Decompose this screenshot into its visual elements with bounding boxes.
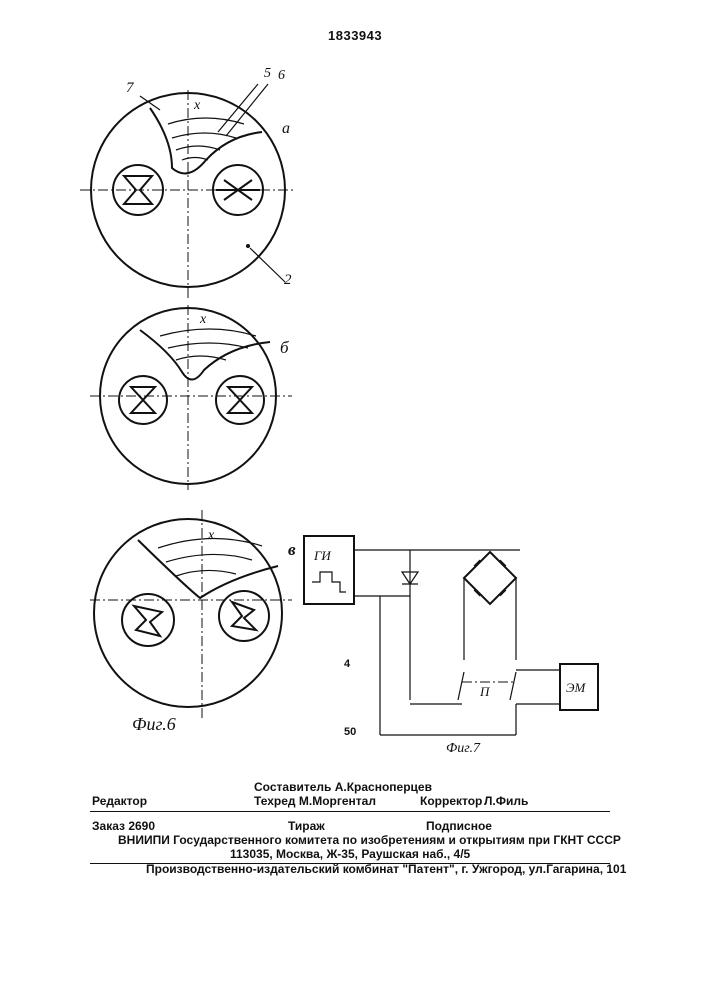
editor-label: Редактор — [92, 794, 147, 808]
label-7: 7 — [126, 80, 134, 97]
leader-5 — [218, 84, 258, 132]
ref-dot-2 — [246, 244, 250, 248]
arc-1-a — [168, 118, 244, 124]
switch-left — [458, 672, 464, 700]
gi-label: ГИ — [314, 548, 331, 564]
gi-block — [304, 536, 354, 604]
techred-line: Техред М.Моргентал — [254, 794, 376, 808]
publisher-line: Производственно-издательский комбинат "П… — [146, 862, 626, 876]
arc-4-a — [182, 158, 208, 161]
line-number-4: 4 — [344, 658, 350, 670]
label-b: б — [280, 338, 289, 358]
cutout-edge-b — [140, 330, 270, 380]
line-number-50: 50 — [344, 726, 356, 738]
diagram-v — [90, 510, 292, 718]
bridge-rectifier — [464, 552, 516, 604]
arc-3-a — [176, 146, 220, 150]
compiler-line: Составитель А.Красноперцев — [254, 780, 432, 794]
left-rotor-b — [131, 387, 155, 413]
label-a: а — [282, 120, 290, 138]
circuit-fig7 — [304, 536, 598, 735]
arc-3-v — [176, 570, 236, 576]
label-v: в — [288, 540, 296, 560]
switch-right — [510, 672, 516, 700]
left-rotor-v — [134, 606, 162, 636]
x-mark-b: х — [200, 312, 206, 328]
fig7-caption: Фиг.7 — [446, 741, 480, 757]
diagram-b — [90, 305, 292, 490]
address-line: 113035, Москва, Ж-35, Раушская наб., 4/5 — [230, 847, 470, 861]
left-bearing-v — [122, 594, 174, 646]
fig6-caption: Фиг.6 — [132, 714, 176, 735]
em-label: ЭМ — [566, 680, 585, 696]
right-rotor-b — [228, 387, 252, 413]
corrector-name: Л.Филь — [484, 794, 528, 808]
colophon-rule-top — [90, 811, 610, 812]
leader-2 — [250, 248, 285, 282]
label-2: 2 — [284, 272, 292, 289]
corrector-label: Корректор — [420, 794, 482, 808]
arc-1-b — [160, 329, 256, 336]
x-mark-v: х — [208, 528, 214, 544]
vniipi-line: ВНИИПИ Государственного комитета по изоб… — [118, 833, 621, 847]
tirage-label: Тираж — [288, 819, 325, 833]
arc-2-v — [166, 554, 252, 562]
diagram-a — [80, 84, 296, 300]
gi-pulse-symbol — [312, 572, 346, 592]
order-line: Заказ 2690 — [92, 819, 155, 833]
subscription-label: Подписное — [426, 819, 492, 833]
bridge-diodes — [474, 560, 506, 596]
x-mark-a: х — [194, 98, 200, 114]
arc-2-b — [168, 343, 248, 348]
p-label: П — [480, 684, 489, 700]
label-6: 6 — [278, 68, 285, 84]
right-bearing-v — [219, 591, 269, 641]
label-5: 5 — [264, 66, 271, 82]
right-rotor-v — [232, 602, 256, 630]
